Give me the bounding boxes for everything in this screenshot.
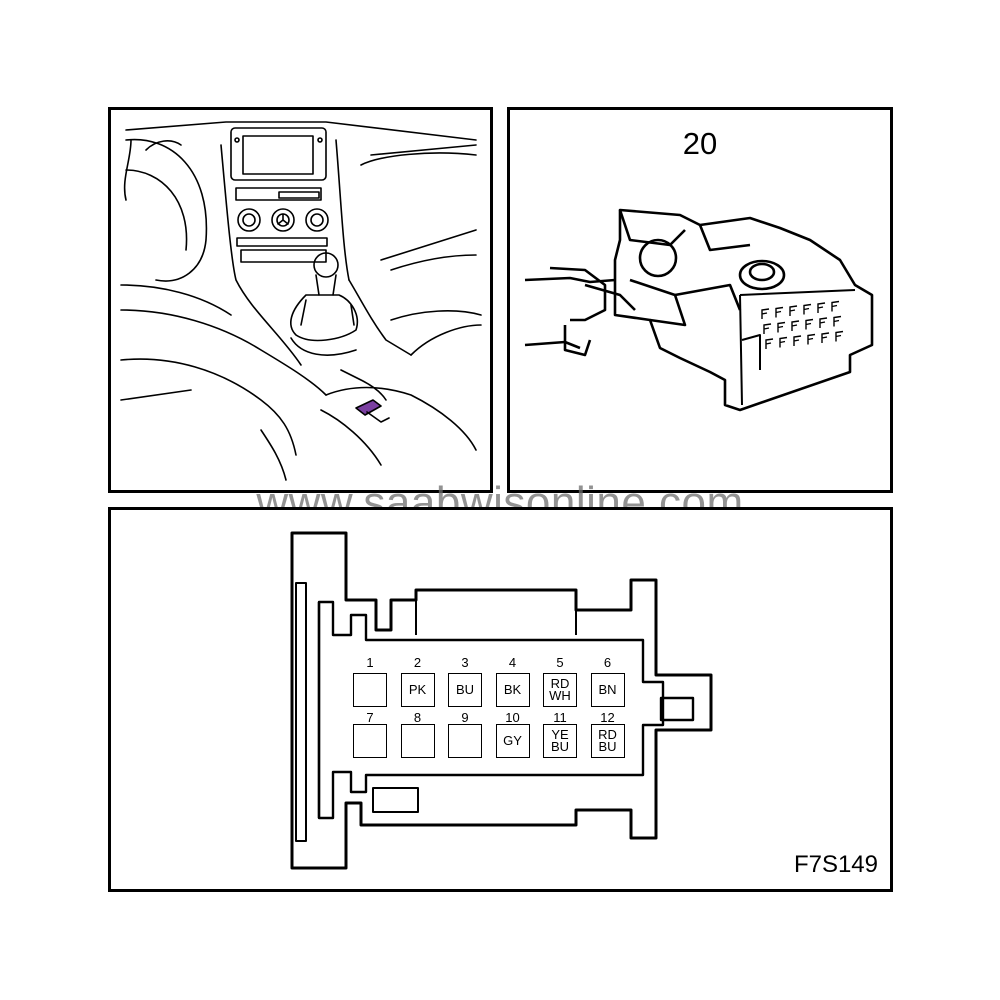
pin-number: 12 xyxy=(600,710,615,725)
connector-panel: 20 xyxy=(507,107,893,493)
pin-number: 1 xyxy=(366,655,374,670)
pin-cavity: PK xyxy=(400,673,435,707)
pin-number: 5 xyxy=(556,655,564,670)
connector-face-outline xyxy=(290,531,713,870)
cavity-mark xyxy=(821,332,830,343)
cavity-mark xyxy=(833,315,842,327)
wire-color-code: YE xyxy=(551,727,569,742)
interior-illustration xyxy=(120,121,482,481)
pin-number: 3 xyxy=(461,655,469,670)
pin-number: 8 xyxy=(413,710,422,725)
wire-color-code: BU xyxy=(550,739,570,754)
wire-color-code: RD xyxy=(598,727,617,742)
connector-cavities xyxy=(761,300,844,349)
location-panel xyxy=(108,107,493,493)
cavity-mark xyxy=(777,321,786,333)
cavity-mark xyxy=(765,338,774,349)
pin-cavity xyxy=(448,724,482,758)
cavity-mark xyxy=(775,306,784,318)
connector-3d-illustration xyxy=(524,208,874,412)
cavity-mark xyxy=(763,323,772,334)
cavity-mark xyxy=(817,302,826,313)
pin-number: 10 xyxy=(505,710,520,725)
cavity-mark xyxy=(793,335,802,346)
pin-cavity: BU xyxy=(448,673,482,707)
wire-color-code: PK xyxy=(408,682,427,697)
wire-color-code: BK xyxy=(503,682,522,697)
pin-cavity xyxy=(353,724,387,758)
pin-cavity: GY xyxy=(495,724,530,758)
cavity-mark xyxy=(789,305,798,316)
pin-number: 4 xyxy=(508,655,517,670)
cavity-mark xyxy=(807,333,816,345)
cavity-mark xyxy=(803,303,812,315)
wire-color-code: BU xyxy=(455,682,475,697)
wire-color-code: RD xyxy=(550,676,570,691)
pin-cavity xyxy=(400,724,435,758)
pin-number: 11 xyxy=(553,710,567,725)
pin-cavity: BN xyxy=(590,673,625,707)
pin-cavity: BK xyxy=(495,673,530,707)
cavity-mark xyxy=(791,320,800,331)
pin-number: 9 xyxy=(461,710,469,725)
wire-color-code: GY xyxy=(503,733,522,748)
figure-code: F7S149 xyxy=(793,851,878,878)
wire-color-code: WH xyxy=(549,688,571,703)
pin-number: 6 xyxy=(603,655,612,670)
pin-cavity xyxy=(353,673,387,707)
cavity-mark xyxy=(805,318,814,330)
cavity-mark xyxy=(835,330,844,342)
wire-color-code: BN xyxy=(598,682,617,697)
cavity-mark xyxy=(761,308,770,319)
cavity-mark xyxy=(779,336,788,348)
pin-number: 2 xyxy=(413,655,422,670)
cavity-mark xyxy=(819,317,828,328)
pin-number: 7 xyxy=(366,710,374,725)
cavity-mark xyxy=(831,300,840,312)
wire-color-code: BU xyxy=(598,739,617,754)
connector-number: 20 xyxy=(682,126,718,161)
